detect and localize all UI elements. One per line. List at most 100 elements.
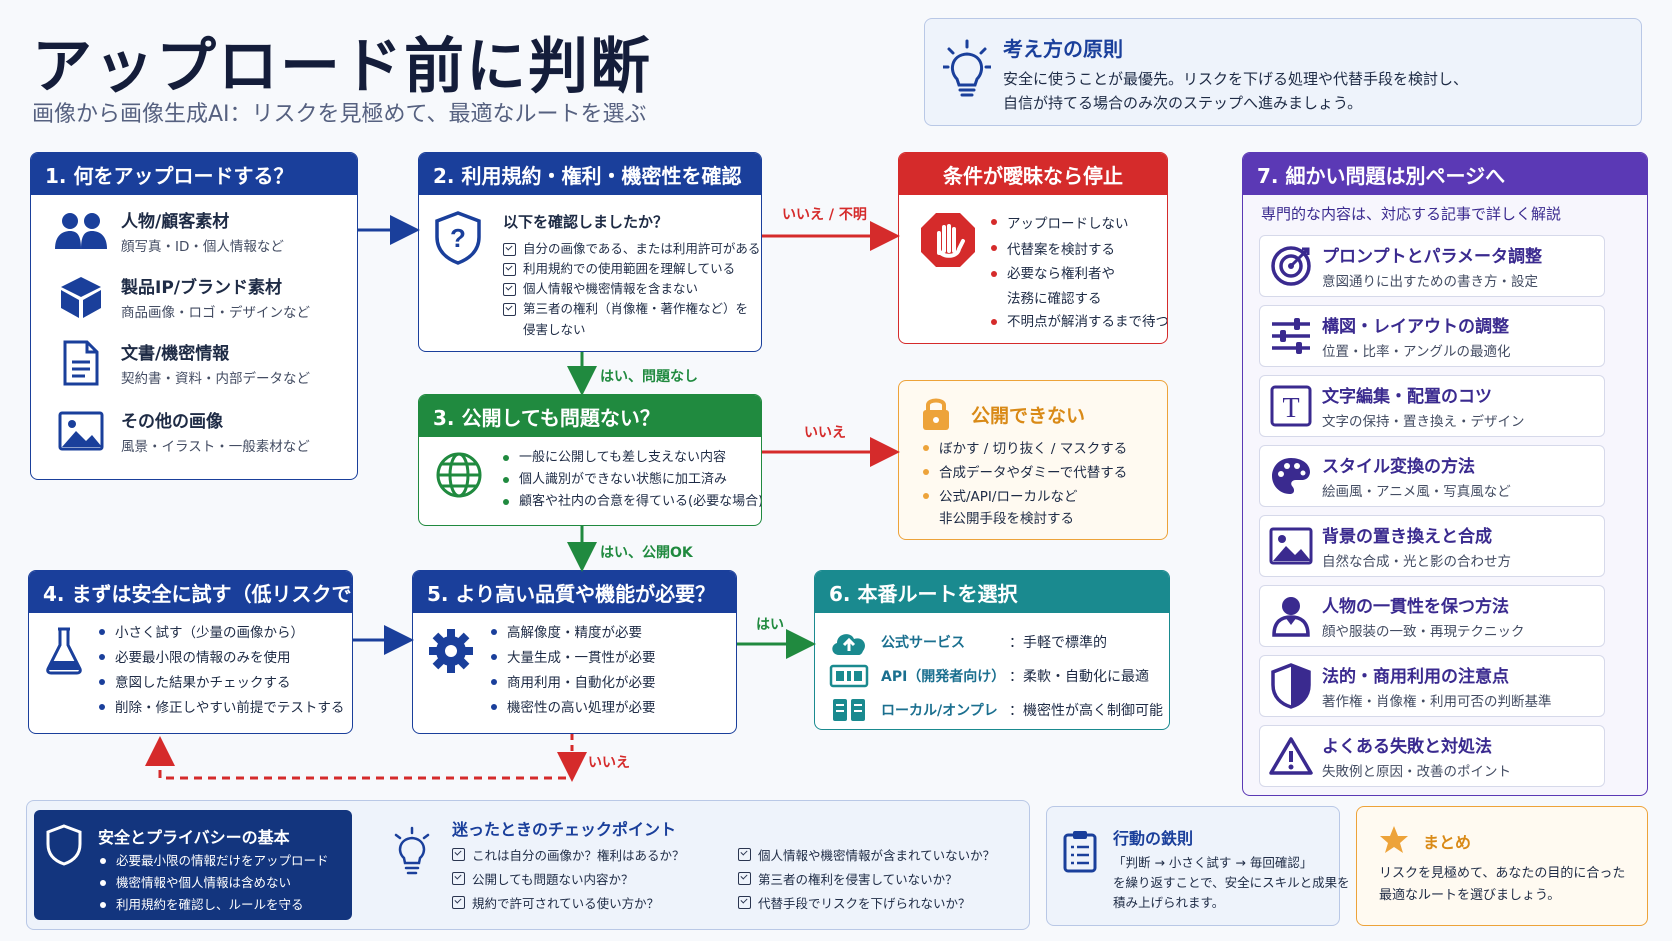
rule-panel: 行動の鉄則 「判断 → 小さく試す → 毎回確認」 を繰り返すことで、安全にスキ… bbox=[1046, 806, 1350, 926]
step2-header: 2. 利用規約・権利・機密性を確認 bbox=[419, 153, 761, 195]
list-item: 必要なら権利者や bbox=[989, 263, 1129, 285]
topic-desc: 位置・比率・アングルの最適化 bbox=[1322, 344, 1511, 360]
step5-list: 高解像度・精度が必要 大量生成・一貫性が必要 商用利用・自動化が必要 機密性の高… bbox=[489, 621, 656, 721]
list-item: 一般に公開しても差し支えない内容 bbox=[501, 447, 761, 469]
route-item: 公式サービス ：手軽で標準的 bbox=[829, 627, 1107, 657]
list-item: 代替案を検討する bbox=[989, 237, 1129, 263]
safety-panel: 安全とプライバシーの基本 必要最小限の情報だけをアップロード 機密情報や個人情報… bbox=[34, 810, 352, 920]
list-item: 小さく試す（少量の画像から） bbox=[97, 621, 344, 646]
checklist-item: 自分の画像である、または利用許可がある bbox=[503, 239, 760, 259]
text-icon: T bbox=[1270, 385, 1312, 427]
rule-body: 「判断 → 小さく試す → 毎回確認」 を繰り返すことで、安全にスキルと成果を … bbox=[1113, 853, 1350, 913]
list-item: 文書/機密情報契約書・資料・内部データなど bbox=[51, 339, 310, 387]
topic-desc: 絵画風・アニメ風・写真風など bbox=[1322, 484, 1511, 500]
globe-icon bbox=[436, 452, 482, 498]
list-item: 大量生成・一貫性が必要 bbox=[489, 646, 656, 671]
step4-list: 小さく試す（少量の画像から） 必要最小限の情報のみを使用 意図した結果かチェック… bbox=[97, 621, 344, 721]
route-name: ローカル/オンプレ bbox=[881, 703, 998, 719]
topic-desc: 失敗例と原因・改善のポイント bbox=[1322, 764, 1511, 780]
step7-intro: 専門的な内容は、対応する記事で詳しく解説 bbox=[1261, 205, 1562, 223]
stop-list: アップロードしない 代替案を検討する 必要なら権利者や bbox=[989, 211, 1129, 285]
principle-title: 考え方の原則 bbox=[1003, 37, 1123, 61]
checklist-item: 利用規約での使用範囲を理解している bbox=[503, 259, 760, 279]
page-subtitle: 画像から画像生成AI：リスクを見極めて、最適なルートを選ぶ bbox=[32, 102, 647, 127]
item-desc: 風景・イラスト・一般素材など bbox=[121, 439, 310, 455]
summary-panel: まとめ リスクを見極めて、あなたの目的に合った 最適なルートを選びましょう。 bbox=[1356, 806, 1648, 926]
rule-line: 積み上げられます。 bbox=[1113, 895, 1225, 910]
step7-card: 7. 細かい問題は別ページへ 専門的な内容は、対応する記事で詳しく解説 プロンプ… bbox=[1242, 152, 1648, 796]
list-item: 高解像度・精度が必要 bbox=[489, 621, 656, 646]
item-title: 製品IP/ブランド素材 bbox=[121, 278, 282, 298]
principle-panel: 考え方の原則 安全に使うことが最優先。リスクを下げる処理や代替手段を検討し、 自… bbox=[924, 18, 1642, 126]
topic-link-text[interactable]: T 文字編集・配置のコツ文字の保持・置き換え・デザイン bbox=[1259, 375, 1605, 437]
list-item: 公式/API/ローカルなど bbox=[921, 485, 1127, 509]
summary-body: リスクを見極めて、あなたの目的に合った 最適なルートを選びましょう。 bbox=[1379, 863, 1625, 907]
principle-line: 自信が持てる場合のみ次のステップへ進みましょう。 bbox=[1003, 94, 1363, 112]
summary-line: 最適なルートを選びましょう。 bbox=[1379, 888, 1561, 903]
topic-link-prompt[interactable]: プロンプトとパラメータ調整意図通りに出すための書き方・設定 bbox=[1259, 235, 1605, 297]
list-item: 商用利用・自動化が必要 bbox=[489, 671, 656, 696]
topic-link-failures[interactable]: よくある失敗と対処法失敗例と原因・改善のポイント bbox=[1259, 725, 1605, 787]
stop-header: 条件が曖昧なら停止 bbox=[899, 153, 1167, 195]
list-item: 利用規約を確認し、ルールを守る bbox=[98, 894, 329, 916]
flow-label-yes-ok: はい、問題なし bbox=[600, 369, 698, 385]
stop-list: 不明点が解消するまで待つ bbox=[989, 311, 1167, 333]
route-item: ローカル/オンプレ ：機密性が高く制御可能 bbox=[829, 697, 1163, 723]
topic-link-layout[interactable]: 構図・レイアウトの調整位置・比率・アングルの最適化 bbox=[1259, 305, 1605, 367]
list-item: 機密情報や個人情報は含めない bbox=[98, 872, 329, 894]
topic-title: 構図・レイアウトの調整 bbox=[1322, 317, 1509, 337]
step5-card: 5. より高い品質や機能が必要？ 高解像度・精度が必要 大量生成・一貫性が必要 … bbox=[412, 570, 737, 734]
step3-list: 一般に公開しても差し支えない内容 個人識別ができない状態に加工済み 顧客や社内の… bbox=[501, 447, 761, 513]
step6-card: 6. 本番ルートを選択 公式サービス ：手軽で標準的 API（開発者向け） ：柔… bbox=[814, 570, 1170, 730]
topic-desc: 意図通りに出すための書き方・設定 bbox=[1322, 274, 1538, 290]
list-item: アップロードしない bbox=[989, 211, 1129, 237]
document-icon bbox=[63, 340, 99, 386]
item-desc: 顔写真・ID・個人情報など bbox=[121, 239, 284, 255]
list-item: 人物/顧客素材顔写真・ID・個人情報など bbox=[51, 207, 284, 255]
flow-label-no-back: いいえ bbox=[588, 755, 630, 771]
topic-link-style[interactable]: スタイル変換の方法絵画風・アニメ風・写真風など bbox=[1259, 445, 1605, 507]
item-desc: 商品画像・ロゴ・デザインなど bbox=[121, 305, 310, 321]
gear-icon bbox=[429, 629, 473, 673]
list-item-continuation: 法務に確認する bbox=[1007, 291, 1102, 307]
topic-link-person[interactable]: 人物の一貫性を保つ方法顔や服装の一致・再現テクニック bbox=[1259, 585, 1605, 647]
step4-card: 4. まずは安全に試す（低リスクで） 小さく試す（少量の画像から） 必要最小限の… bbox=[28, 570, 353, 734]
list-item: 不明点が解消するまで待つ bbox=[989, 311, 1167, 333]
step4-header: 4. まずは安全に試す（低リスクで） bbox=[29, 571, 352, 613]
topic-link-background[interactable]: 背景の置き換えと合成自然な合成・光と影の合わせ方 bbox=[1259, 515, 1605, 577]
checklist-item: 第三者の権利（肖像権・著作権など）を bbox=[503, 299, 760, 319]
step5-header: 5. より高い品質や機能が必要？ bbox=[413, 571, 736, 613]
topic-title: よくある失敗と対処法 bbox=[1322, 737, 1492, 757]
topic-title: プロンプトとパラメータ調整 bbox=[1322, 247, 1542, 267]
list-item: 製品IP/ブランド素材商品画像・ロゴ・デザインなど bbox=[51, 273, 310, 321]
step1-card: 1. 何をアップロードする？ 人物/顧客素材顔写真・ID・個人情報など 製品IP… bbox=[30, 152, 358, 480]
cannot-publish-list: ぼかす / 切り抜く / マスクする 合成データやダミーで代替する 公式/API… bbox=[921, 437, 1127, 509]
topic-link-legal[interactable]: 法的・商用利用の注意点著作権・肖像権・利用可否の判断基準 bbox=[1259, 655, 1605, 717]
list-item: ぼかす / 切り抜く / マスクする bbox=[921, 437, 1127, 461]
item-title: その他の画像 bbox=[121, 412, 223, 432]
rule-title: 行動の鉄則 bbox=[1113, 829, 1194, 848]
star-icon bbox=[1380, 826, 1408, 853]
safety-list: 必要最小限の情報だけをアップロード 機密情報や個人情報は含めない 利用規約を確認… bbox=[98, 850, 329, 916]
step2-card: 2. 利用規約・権利・機密性を確認 ? 以下を確認しましたか？ 自分の画像である… bbox=[418, 152, 762, 352]
summary-title: まとめ bbox=[1423, 833, 1472, 852]
image-icon bbox=[58, 411, 104, 451]
step2-checklist: 自分の画像である、または利用許可がある 利用規約での使用範囲を理解している 個人… bbox=[503, 239, 760, 319]
arrow-back-to-4 bbox=[145, 736, 566, 780]
item-title: 人物/顧客素材 bbox=[121, 212, 230, 232]
list-item: 削除・修正しやすい前提でテストする bbox=[97, 696, 344, 721]
person-icon bbox=[1272, 597, 1310, 637]
rule-line: を繰り返すことで、安全にスキルと成果を bbox=[1113, 875, 1350, 890]
principle-line: 安全に使うことが最優先。リスクを下げる処理や代替手段を検討し、 bbox=[1003, 70, 1469, 88]
route-name: API（開発者向け） bbox=[881, 669, 1006, 685]
list-item-continuation: 非公開手段を検討する bbox=[939, 511, 1074, 527]
flow-label-no-unknown: いいえ / 不明 bbox=[782, 207, 867, 223]
checkpoints-list-left: これは自分の画像か？権利はあるか？ 公開しても問題ない内容か？ 規約で許可されて… bbox=[452, 844, 685, 916]
checkpoints-list-right: 個人情報や機密情報が含まれていないか？ 第三者の権利を侵害していないか？ 代替手… bbox=[738, 844, 995, 916]
list-item: 機密性の高い処理が必要 bbox=[489, 696, 656, 721]
users-icon bbox=[55, 213, 107, 249]
list-item: 必要最小限の情報のみを使用 bbox=[97, 646, 344, 671]
stop-card: 条件が曖昧なら停止 アップロードしない 代替案を検討する 必要なら権利者や 法務… bbox=[898, 152, 1168, 344]
flask-icon bbox=[46, 627, 82, 675]
